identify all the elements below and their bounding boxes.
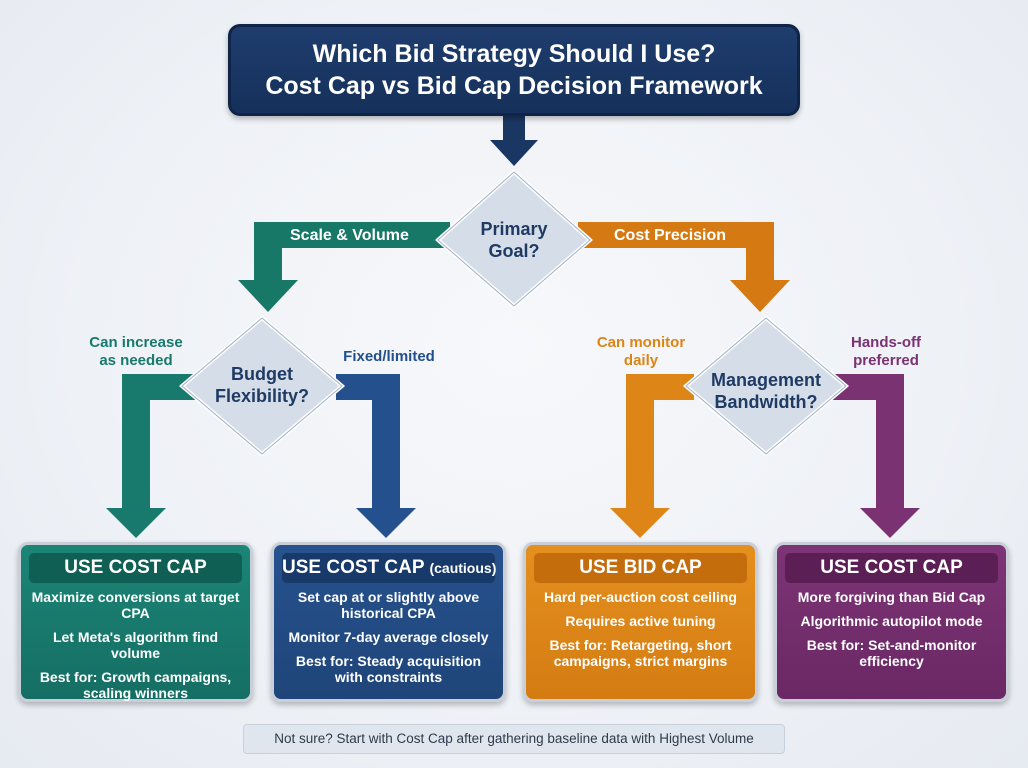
title-down-arrow bbox=[490, 116, 538, 166]
can-increase-label: Can increase as needed bbox=[76, 334, 196, 370]
outcome-line: Hard per-auction cost ceiling bbox=[544, 589, 737, 605]
can-increase-line-2: as needed bbox=[99, 352, 173, 369]
budget-line-1: Budget bbox=[231, 364, 293, 384]
hands-off-line-1: Hands-off bbox=[851, 334, 921, 351]
can-increase-branch bbox=[106, 374, 200, 538]
primary-goal-diamond bbox=[434, 169, 594, 309]
outcome-card-cost-cap-cautious: USE COST CAP (cautious) Set cap at or sl… bbox=[271, 542, 506, 702]
outcome-heading: USE COST CAP (cautious) bbox=[282, 553, 497, 583]
outcome-line: Let Meta's algorithm find volume bbox=[52, 629, 219, 661]
outcome-line: Monitor 7-day average closely bbox=[288, 629, 489, 645]
outcome-line: Best for: Growth campaigns, scaling winn… bbox=[39, 669, 232, 701]
cost-precision-label: Cost Precision bbox=[614, 227, 727, 244]
management-bandwidth-diamond bbox=[682, 315, 850, 457]
outcome-card-cost-cap-growth: USE COST CAP Maximize conversions at tar… bbox=[18, 542, 253, 702]
outcome-heading-text: USE COST CAP bbox=[820, 557, 963, 578]
title-banner: Which Bid Strategy Should I Use? Cost Ca… bbox=[228, 24, 800, 116]
outcome-line: Algorithmic autopilot mode bbox=[800, 613, 983, 629]
title-line-2: Cost Cap vs Bid Cap Decision Framework bbox=[265, 72, 763, 100]
outcome-card-cost-cap-autopilot: USE COST CAP More forgiving than Bid Cap… bbox=[774, 542, 1009, 702]
can-increase-line-1: Can increase bbox=[89, 334, 183, 351]
scale-volume-branch bbox=[238, 222, 450, 312]
outcome-line: More forgiving than Bid Cap bbox=[797, 589, 986, 605]
management-line-2: Bandwidth? bbox=[714, 392, 818, 412]
outcome-heading: USE COST CAP bbox=[29, 553, 242, 583]
can-monitor-branch bbox=[610, 374, 694, 538]
primary-goal-line-1: Primary bbox=[480, 219, 548, 239]
budget-flexibility-label: Budget Flexibility? bbox=[196, 363, 328, 407]
outcome-heading: USE COST CAP bbox=[785, 553, 998, 583]
title-line-1: Which Bid Strategy Should I Use? bbox=[312, 40, 716, 68]
outcome-heading-text: USE COST CAP bbox=[282, 557, 425, 578]
outcome-heading-text: USE COST CAP bbox=[64, 557, 207, 578]
primary-goal-line-2: Goal? bbox=[488, 241, 540, 261]
fixed-limited-label: Fixed/limited bbox=[343, 348, 435, 365]
hands-off-branch bbox=[830, 374, 920, 538]
outcome-heading-suffix: (cautious) bbox=[429, 560, 497, 576]
outcome-line: Requires active tuning bbox=[565, 613, 716, 629]
budget-line-2: Flexibility? bbox=[214, 386, 310, 406]
primary-goal-label: Primary Goal? bbox=[458, 218, 570, 262]
hands-off-label: Hands-off preferred bbox=[838, 334, 934, 370]
budget-flexibility-diamond bbox=[178, 315, 346, 457]
can-monitor-line-2: daily bbox=[623, 352, 659, 369]
outcome-card-bid-cap: USE BID CAP Hard per-auction cost ceilin… bbox=[523, 542, 758, 702]
outcome-line: Maximize conversions at target CPA bbox=[31, 589, 240, 621]
outcome-heading: USE BID CAP bbox=[534, 553, 747, 583]
footer-tip: Not sure? Start with Cost Cap after gath… bbox=[243, 724, 785, 754]
management-bandwidth-label: Management Bandwidth? bbox=[692, 369, 840, 413]
outcome-heading-text: USE BID CAP bbox=[579, 557, 702, 578]
scale-volume-label: Scale & Volume bbox=[290, 227, 409, 244]
fixed-limited-branch bbox=[336, 374, 416, 538]
can-monitor-line-1: Can monitor bbox=[596, 334, 686, 351]
hands-off-line-2: preferred bbox=[853, 352, 919, 369]
outcome-line: Best for: Steady acquisition with constr… bbox=[295, 653, 482, 685]
cost-precision-branch bbox=[578, 222, 790, 312]
management-line-1: Management bbox=[710, 370, 822, 390]
outcome-line: Best for: Set-and-monitor efficiency bbox=[806, 637, 977, 669]
can-monitor-label: Can monitor daily bbox=[586, 334, 696, 370]
outcome-line: Best for: Retargeting, short campaigns, … bbox=[549, 637, 732, 669]
outcome-line: Set cap at or slightly above historical … bbox=[297, 589, 480, 621]
